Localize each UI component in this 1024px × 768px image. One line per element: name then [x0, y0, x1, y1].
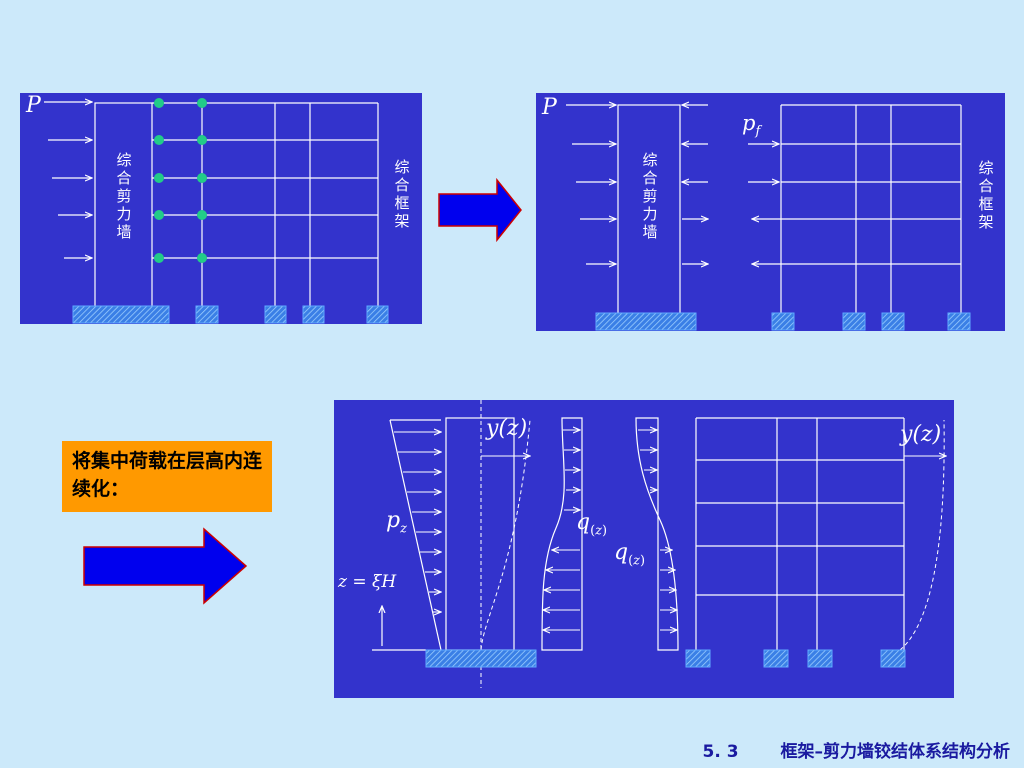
triangular-load	[389, 419, 442, 651]
panel-equivalent-system-diagram	[566, 93, 971, 331]
section-number: 5. 3	[702, 742, 739, 762]
load-label: P	[26, 93, 41, 118]
interaction-label-2: q(z)	[614, 540, 646, 569]
panel-equivalent-system: P pf 综合剪力墙 综合框架	[536, 93, 1005, 331]
height-label: z = ξH	[338, 572, 397, 592]
continuum-note: 将集中荷载在层高内连续化：	[62, 441, 272, 512]
slide-footer: 5. 3 框架–剪力墙铰结体系结构分析	[703, 737, 1010, 762]
frame-label: 综合框架	[394, 158, 410, 230]
wall-label: 综合剪力墙	[116, 151, 132, 241]
link-dots	[154, 98, 207, 263]
transform-arrow-1	[438, 178, 522, 242]
foundations	[595, 312, 971, 331]
distributed-load-label: pz	[386, 508, 407, 537]
frame	[780, 104, 962, 315]
frame	[201, 102, 379, 309]
distributed-load-arrows	[394, 432, 441, 612]
interaction-diagram-1	[541, 417, 583, 651]
wall-interaction-arrows	[682, 105, 708, 264]
interaction-diagram-2	[635, 417, 679, 651]
wall-foundation	[425, 649, 537, 668]
frame-label: 综合框架	[978, 159, 994, 231]
interaction-label-1: q(z)	[576, 510, 608, 539]
wall-deflection-curve	[480, 419, 531, 651]
continuum-wall	[445, 417, 515, 651]
panel-hinged-system: P 综合剪力墙 综合框架	[20, 93, 422, 324]
load-arrows	[44, 102, 92, 258]
height-arrow	[372, 606, 426, 651]
foundations	[72, 305, 389, 324]
frame-deflection-label: y(z)	[900, 422, 942, 447]
interaction-force-label: pf	[742, 111, 761, 140]
continuum-frame	[695, 417, 905, 650]
frame-interaction-arrows	[748, 144, 781, 264]
wall-deflection-label: y(z)	[486, 416, 528, 441]
frame-foundations	[685, 649, 906, 668]
wall-label: 综合剪力墙	[642, 151, 658, 241]
frame-deflection-curve	[899, 419, 945, 651]
panel-continuum-model-diagram	[372, 400, 954, 688]
panel-hinged-system-diagram	[44, 98, 389, 324]
load-arrows	[566, 105, 616, 264]
transform-arrow-2	[83, 527, 248, 605]
section-title: 框架–剪力墙铰结体系结构分析	[780, 742, 1011, 762]
load-label: P	[542, 95, 557, 120]
panel-continuum-model: y(z) y(z) pz z = ξH q(z) q(z)	[334, 400, 954, 698]
